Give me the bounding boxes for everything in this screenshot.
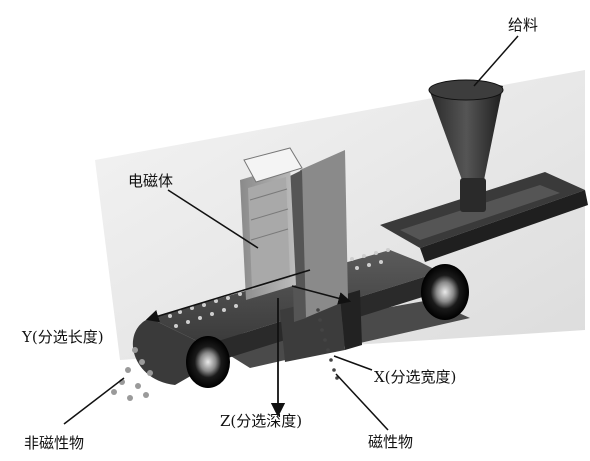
feed-leader-line [473, 35, 519, 87]
x-axis-arrow [291, 285, 352, 305]
feed-hopper [430, 82, 503, 183]
right-roller [421, 264, 469, 320]
magnetic-particle-stream [316, 308, 339, 380]
feed-tray-front [420, 190, 588, 262]
hopper-spout [460, 178, 486, 212]
left-roller [186, 336, 230, 388]
support-block-side [340, 290, 362, 350]
feed-tray-inner [400, 185, 560, 240]
electromagnet-label: 电磁体 [128, 172, 173, 190]
feed-label: 给料 [508, 16, 538, 34]
hopper-rim [428, 79, 504, 101]
z-axis-label: Z(分选深度) [220, 412, 302, 430]
nonmagnetic-particle-spray [111, 347, 153, 401]
x-label-leader-line [333, 355, 373, 371]
magnetic-leader-line [335, 373, 389, 431]
nonmagnetic-leader-line [63, 377, 125, 425]
belt-particles [168, 248, 390, 328]
y-axis-label: Y(分选长度) [21, 328, 104, 346]
magnetic-label: 磁性物 [368, 433, 413, 451]
nonmagnetic-label: 非磁性物 [24, 434, 84, 452]
magnet-housing [300, 150, 348, 318]
x-axis-label: X(分选宽度) [374, 368, 456, 386]
y-axis-arrow [145, 269, 311, 323]
electromagnet-coil [248, 177, 290, 290]
electromagnet-leader-line [167, 189, 259, 249]
electromagnet-top [243, 147, 303, 183]
